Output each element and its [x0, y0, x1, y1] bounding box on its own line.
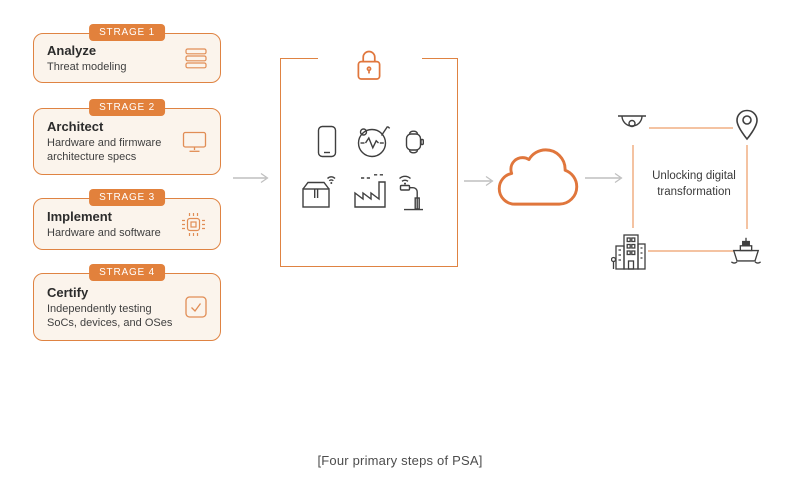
stage-2-subtitle: architecture specs — [47, 151, 137, 163]
stage-4-subtitle: SoCs, devices, and OSes — [47, 316, 173, 329]
stage-3-title: Implement — [47, 208, 113, 224]
stage-1-subtitle: Threat modeling — [47, 60, 127, 73]
stage-4-title: Certify — [47, 284, 89, 300]
chip-icon — [180, 211, 207, 238]
stage-4-subtitle: Independently testing — [47, 302, 152, 315]
arrow-right-icon — [584, 172, 626, 184]
smart-lamp-icon — [395, 169, 425, 213]
connector-right — [746, 145, 748, 229]
box-top-gap — [318, 57, 422, 61]
arrow-right-icon — [463, 175, 497, 187]
transformation-line: Unlocking digital — [652, 170, 736, 182]
arrow-right-icon — [232, 172, 272, 184]
transformation-line: transformation — [657, 186, 731, 198]
stage-1-badge: STRAGE 1 — [89, 24, 165, 41]
stage-1-text: Analyze Threat modeling — [47, 43, 179, 74]
stage-2-title: Architect — [47, 119, 104, 134]
checkbox-icon — [185, 296, 207, 318]
ship-icon — [729, 236, 763, 266]
buildings-icon — [611, 233, 649, 270]
security-camera-icon — [616, 113, 648, 139]
server-stack-icon — [185, 47, 207, 69]
stage-3-text: Implement Hardware and software — [47, 209, 174, 240]
stage-card-implement: STRAGE 3 Implement Hardware and software — [33, 189, 221, 250]
package-wifi-icon — [301, 171, 338, 210]
stage-2-subtitle: Hardware and firmware — [47, 137, 162, 149]
stage-4-badge: STRAGE 4 — [89, 264, 165, 281]
transformation-text: Unlocking digital transformation — [633, 168, 755, 200]
secure-devices-box — [280, 50, 458, 267]
caption: [Four primary steps of PSA] — [317, 453, 483, 468]
stage-1-title: Analyze — [47, 42, 97, 58]
cloud-icon — [497, 146, 579, 208]
stage-2-badge: STRAGE 2 — [89, 99, 165, 116]
health-monitor-icon — [353, 121, 393, 161]
location-pin-icon — [735, 109, 759, 141]
connector-left — [632, 145, 634, 228]
stage-card-certify: STRAGE 4 Certify Independently testing S… — [33, 264, 221, 341]
stage-4-text: Certify Independently testing SoCs, devi… — [47, 285, 179, 330]
lock-icon — [356, 47, 383, 82]
connector-bottom — [648, 250, 734, 252]
stage-3-subtitle: Hardware and software — [47, 226, 161, 239]
factory-icon — [352, 173, 392, 210]
stage-2-text: Architect Hardware and firmware architec… — [47, 119, 176, 164]
stage-card-architect: STRAGE 2 Architect Hardware and firmware… — [33, 99, 221, 175]
smartphone-icon — [316, 125, 338, 158]
stage-card-analyze: STRAGE 1 Analyze Threat modeling — [33, 24, 221, 83]
smartwatch-icon — [403, 127, 425, 157]
stage-3-badge: STRAGE 3 — [89, 189, 165, 206]
monitor-icon — [182, 131, 207, 153]
connector-top — [649, 127, 733, 129]
